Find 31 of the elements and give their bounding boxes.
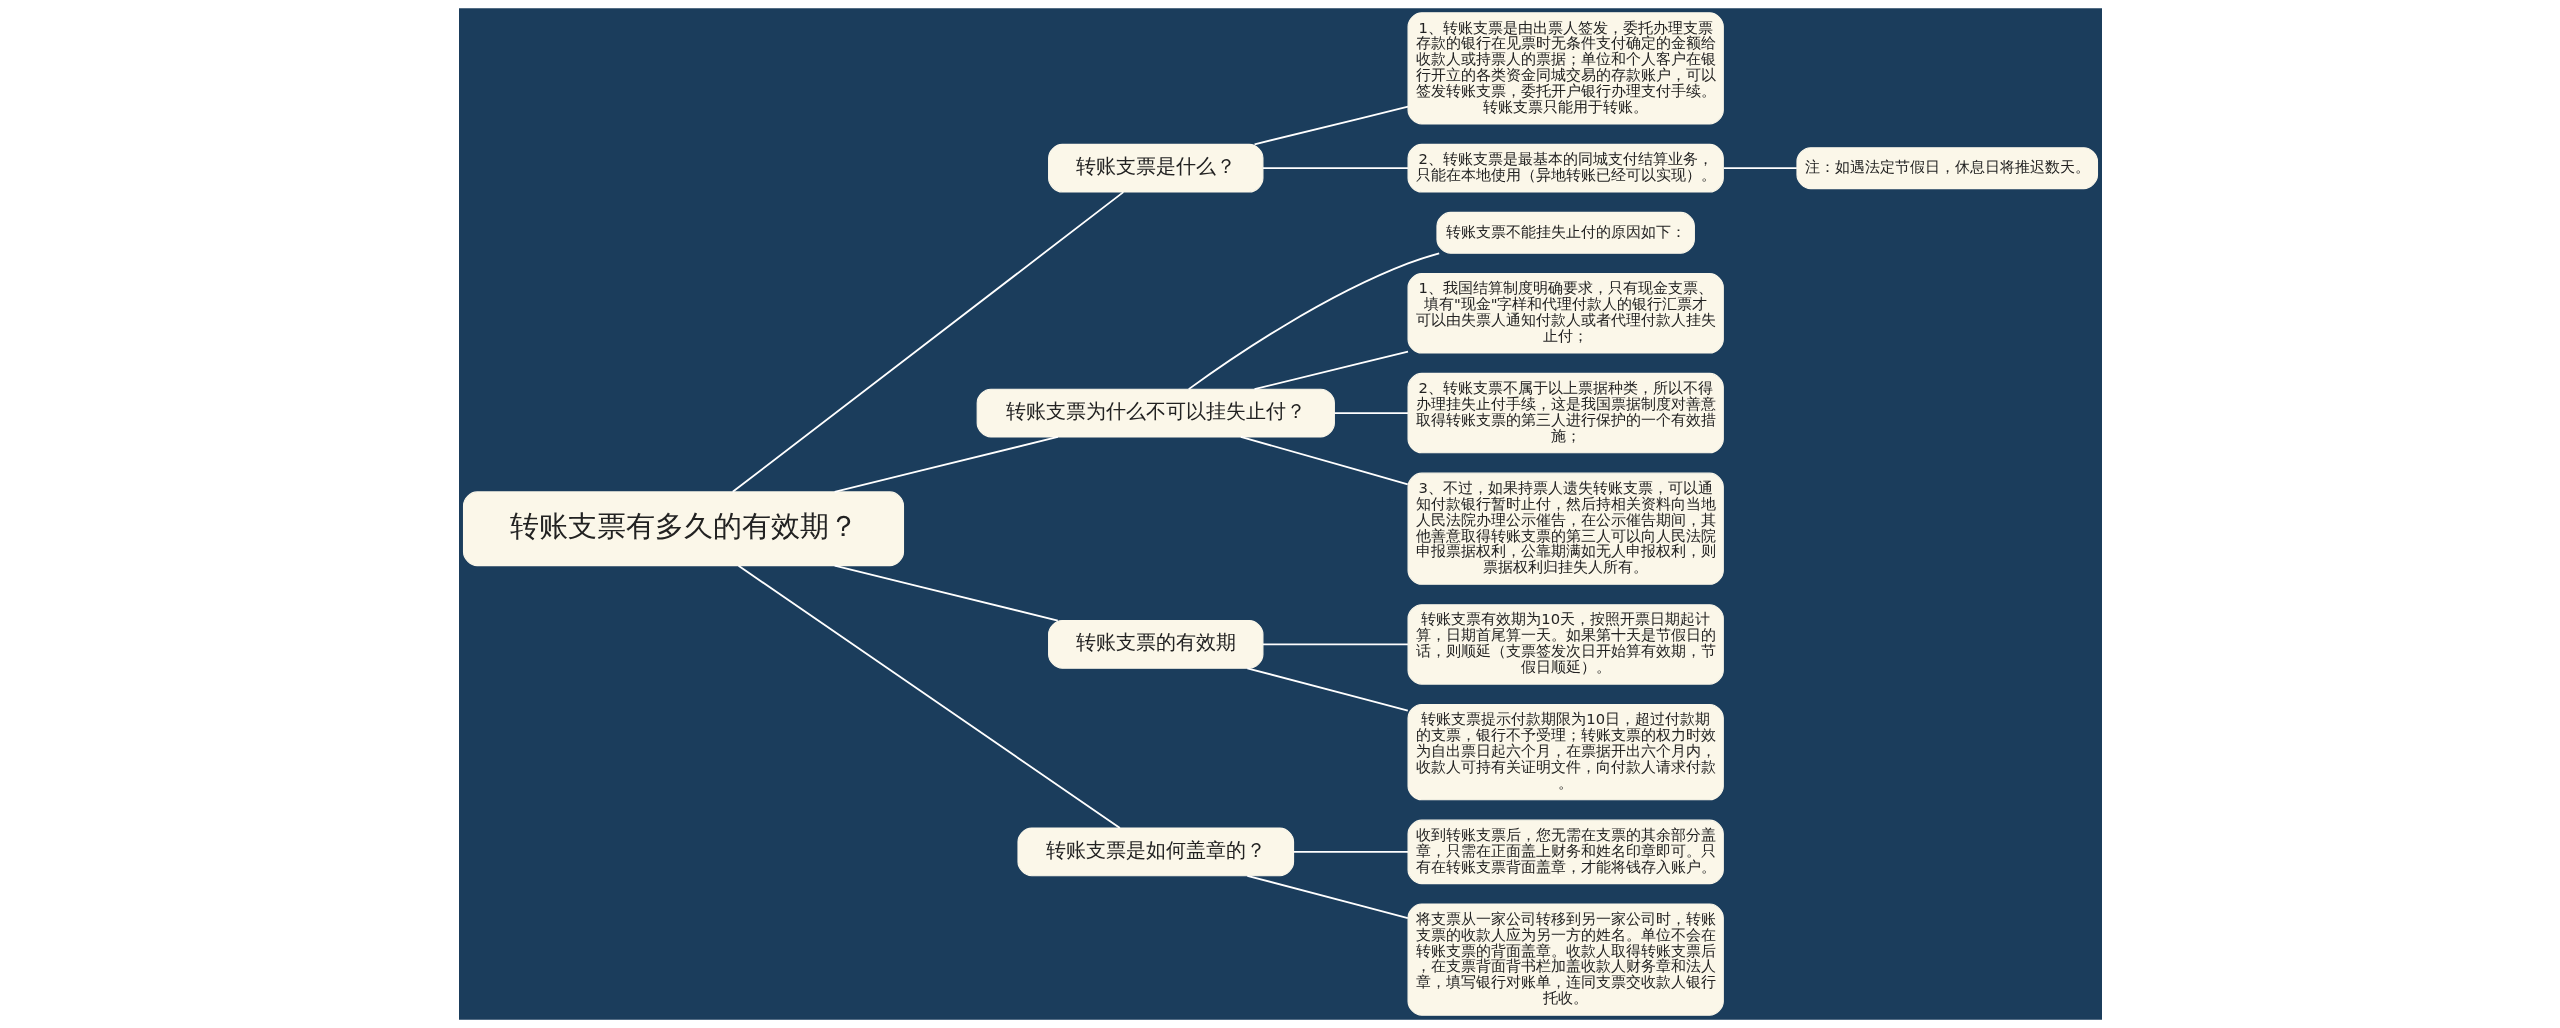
connector (833, 564, 1059, 622)
connector (731, 191, 1124, 493)
node-box: 转账支票是如何盖章的？ (1016, 827, 1294, 877)
connector (1333, 412, 1409, 414)
node-box: 3、不过，如果持票人遗失转账支票，可以通知付款银行暂时止付，然后持相关资料向当地人民法院办理公示催告，在公示催告期间，其他善意取得转账支票的第三人可以向人民法院申报票据权利，公靠期满如无人申报权利，则票据权利归挂失人所有。 (1407, 472, 1724, 585)
node-box: 转账支票有效期为10天，按照开票日期起计算，日期首尾算一天。如果第十天是节假日的话，则顺延（支票签发次日开始算有效期，节假日顺延）。 (1407, 604, 1724, 685)
connector (1245, 874, 1409, 920)
node-box: 转账支票的有效期 (1047, 620, 1263, 669)
connector (1253, 350, 1409, 391)
node-box: 转账支票提示付款期限为10日，超过付款期的支票，银行不予受理；转账支票的权力时效为自出票日起六个月，在票据开出六个月内，收款人可持有关证明文件，向付款人请求付款。 (1407, 703, 1724, 801)
connector (1261, 643, 1409, 646)
connector (833, 436, 1059, 493)
node-box: 注：如遇法定节假日，休息日将推迟数天。 (1795, 147, 2098, 190)
connector (1187, 252, 1440, 391)
node-box: 转账支票有多久的有效期？ (462, 491, 904, 567)
node-box: 转账支票不能挂失止付的原因如下： (1435, 211, 1695, 254)
connector (737, 564, 1121, 829)
node-box: 1、我国结算制度明确要求，只有现金支票、填有"现金"字样和代理付款人的银行汇票才可以由失票人通知付款人或者代理付款人挂失止付； (1407, 273, 1724, 354)
connector (1722, 167, 1798, 170)
node-box: 2、转账支票是最基本的同城支付结算业务，只能在本地使用（异地转账已经可以实现）。 (1407, 143, 1724, 193)
connector (1239, 436, 1409, 486)
connector (1253, 105, 1409, 146)
node-box: 1、转账支票是由出票人签发，委托办理支票存款的银行在见票时无条件支付确定的金额给收款人或持票人的票据；单位和个人客户在银行开立的各类资金同城交易的存款账户，可以签发转账支票，委托开户银行办理支付手续。转账支票只能用于转账。 (1407, 12, 1724, 125)
node-box: 收到转账支票后，您无需在支票的其余部分盖章，只需在正面盖上财务和姓名印章即可。只有在转账支票背面盖章，才能将钱存入账户。 (1407, 819, 1724, 885)
connector (1261, 167, 1409, 170)
node-box: 转账支票为什么不可以挂失止付？ (976, 388, 1335, 438)
connector (1292, 851, 1409, 853)
connector (1245, 667, 1409, 712)
node-box: 2、转账支票不属于以上票据种类，所以不得办理挂失止付手续，这是我国票据制度对善意取得转账支票的第三人进行保护的一个有效措施； (1407, 372, 1724, 454)
node-box: 将支票从一家公司转移到另一家公司时，转账支票的收款人应为另一方的姓名。单位不会在转账支票的背面盖章。收款人取得转账支票后，在支票背面背书栏加盖收款人财务章和法人章，填写银行对账单，连同支票交收款人银行托收。 (1407, 903, 1724, 1016)
node-box: 转账支票是什么？ (1047, 143, 1263, 193)
